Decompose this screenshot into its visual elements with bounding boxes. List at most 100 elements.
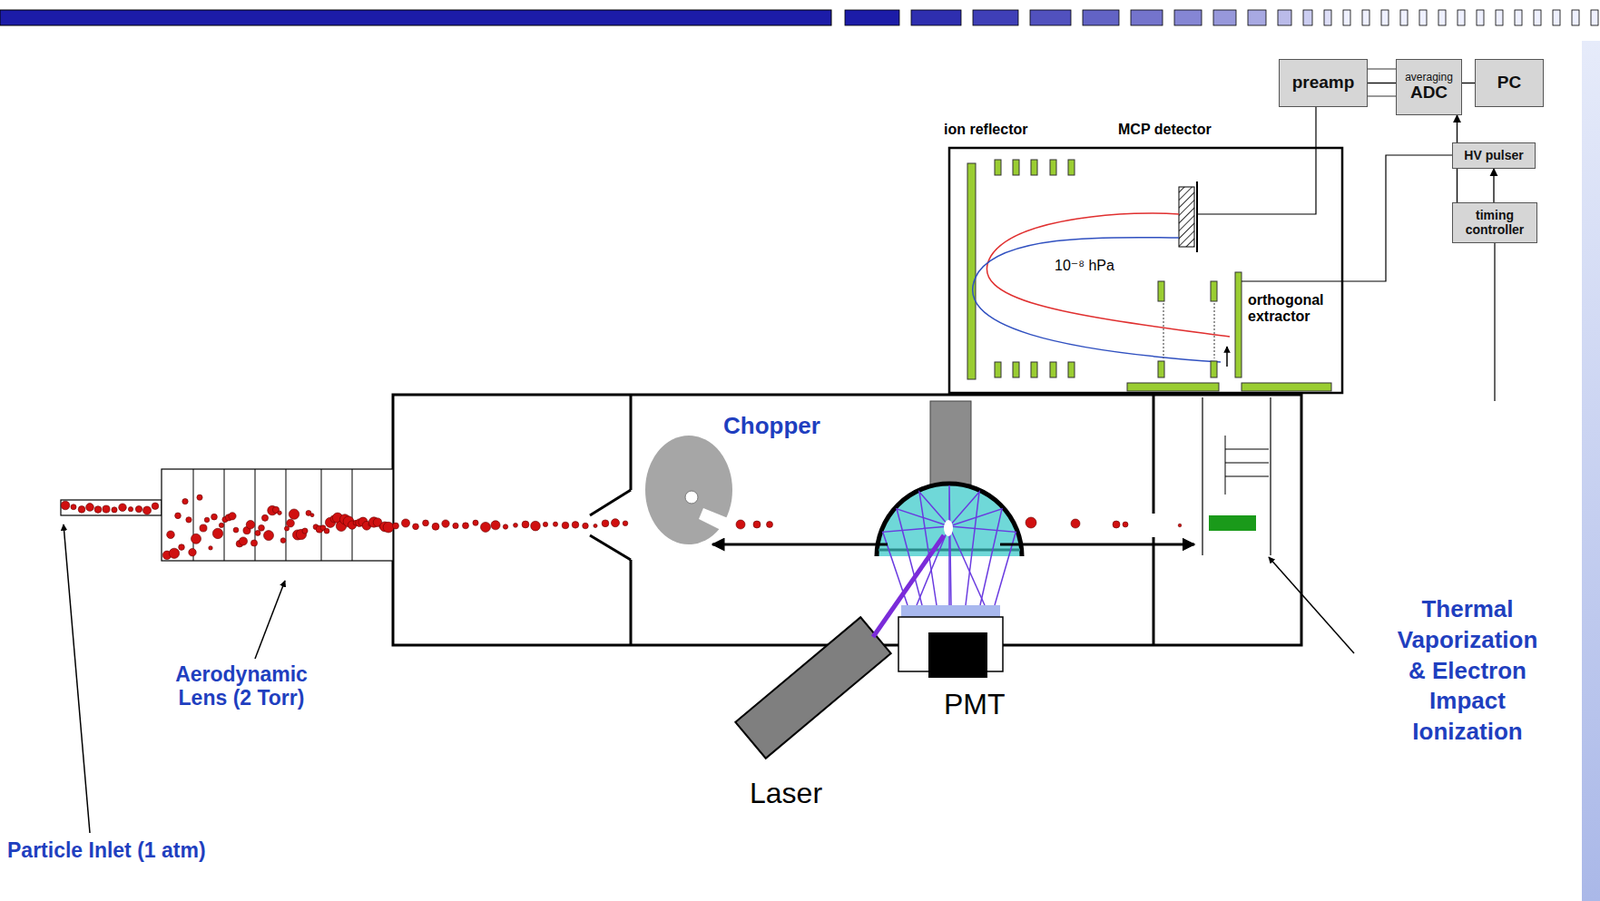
bar-segment	[1533, 9, 1542, 26]
laser-body	[735, 617, 891, 759]
bar-segment	[1552, 9, 1561, 26]
reflector-ring	[1050, 362, 1057, 378]
particle	[431, 522, 440, 531]
light-ray	[948, 526, 951, 606]
particle	[245, 520, 256, 530]
bar-segment	[1590, 9, 1599, 26]
side-strip	[1581, 40, 1600, 901]
leader-arrow	[63, 524, 90, 834]
particle	[196, 494, 203, 501]
box-label: preamp	[1292, 73, 1355, 93]
particle	[753, 520, 761, 529]
extractor-plate	[1235, 272, 1242, 378]
bar-segment	[1213, 9, 1237, 26]
particle	[233, 527, 239, 533]
lens-aperture	[255, 469, 256, 561]
bar-segment	[1130, 9, 1163, 26]
ionizer-grid	[1225, 476, 1269, 478]
chopper-hub	[685, 490, 698, 504]
signal-wire	[1197, 107, 1316, 215]
leader-arrow	[255, 580, 285, 659]
particle	[382, 521, 394, 533]
light-ray	[949, 509, 1002, 606]
reflector-ring	[994, 362, 1002, 378]
particle	[552, 521, 558, 527]
part-label: MCP detector	[1118, 121, 1212, 138]
instrument-box: preamp	[1278, 58, 1368, 108]
tof-chamber	[949, 147, 1343, 393]
lens-aperture	[193, 469, 195, 561]
particle	[142, 506, 151, 515]
instrument-box: HV pulser	[1452, 142, 1536, 169]
light-ray	[949, 485, 952, 606]
particle	[302, 528, 308, 534]
particle	[490, 520, 501, 531]
laser-beam	[873, 535, 944, 638]
bar-segment	[1343, 9, 1351, 26]
header-bar	[0, 9, 1599, 26]
bar-segment	[1030, 9, 1071, 26]
particle	[280, 538, 286, 544]
flight-arrow	[1000, 543, 1195, 547]
reflector-ring	[994, 159, 1002, 176]
connector	[1462, 82, 1475, 84]
particle	[1112, 520, 1120, 529]
bar-segment	[844, 9, 900, 26]
particle	[258, 524, 266, 531]
particle	[542, 521, 548, 527]
particle	[186, 517, 192, 523]
bar-segment	[1419, 9, 1427, 26]
mcp-detector	[1178, 186, 1195, 247]
bar-segment	[1400, 9, 1408, 26]
reflector-ring	[1012, 159, 1020, 176]
ion-trajectory	[972, 237, 1221, 363]
particle	[168, 548, 179, 559]
bar-segment	[1457, 9, 1465, 26]
guide-line	[1163, 299, 1165, 359]
particle	[286, 519, 295, 528]
connector	[1492, 168, 1494, 203]
part-label: Aerodynamic Lens (2 Torr)	[175, 662, 308, 711]
extractor-electrode	[1158, 361, 1165, 378]
light-ray	[949, 526, 985, 606]
bar-segment	[1381, 9, 1389, 26]
extractor-electrode	[1158, 281, 1165, 302]
particle-beam	[60, 494, 1182, 560]
lens-aperture	[352, 469, 354, 561]
particle	[218, 522, 224, 528]
bar-segment	[1303, 9, 1313, 26]
extractor-electrode	[1210, 281, 1218, 302]
particle	[766, 521, 774, 529]
bar-segment	[1277, 9, 1292, 26]
particle	[571, 521, 580, 530]
particle	[452, 522, 459, 529]
particle	[622, 520, 629, 527]
reflector-ring	[1068, 362, 1075, 378]
particle	[111, 507, 118, 513]
partition	[629, 394, 633, 491]
particle	[208, 546, 213, 550]
particle	[86, 503, 95, 512]
particle	[412, 523, 420, 531]
leader-arrow	[1268, 557, 1355, 654]
part-label: 10⁻⁸ hPa	[1052, 257, 1117, 275]
lens-aperture	[224, 469, 226, 561]
aerodynamic-lens	[161, 469, 393, 561]
instrument-box: averagingADC	[1395, 58, 1463, 116]
ionizer-housing	[1201, 397, 1203, 556]
partition	[1152, 537, 1156, 646]
part-label: ion reflector	[943, 121, 1028, 138]
particle	[1122, 521, 1129, 528]
part-label: orthogonal extractor	[1246, 292, 1326, 326]
particle	[502, 524, 508, 530]
particle	[422, 520, 430, 527]
bus-wire	[1367, 68, 1396, 69]
box-label: PC	[1497, 73, 1522, 93]
ion-reflector-plate	[967, 163, 976, 380]
scattered-light	[883, 485, 1017, 606]
light-ray	[949, 526, 1016, 606]
particle	[199, 524, 207, 532]
